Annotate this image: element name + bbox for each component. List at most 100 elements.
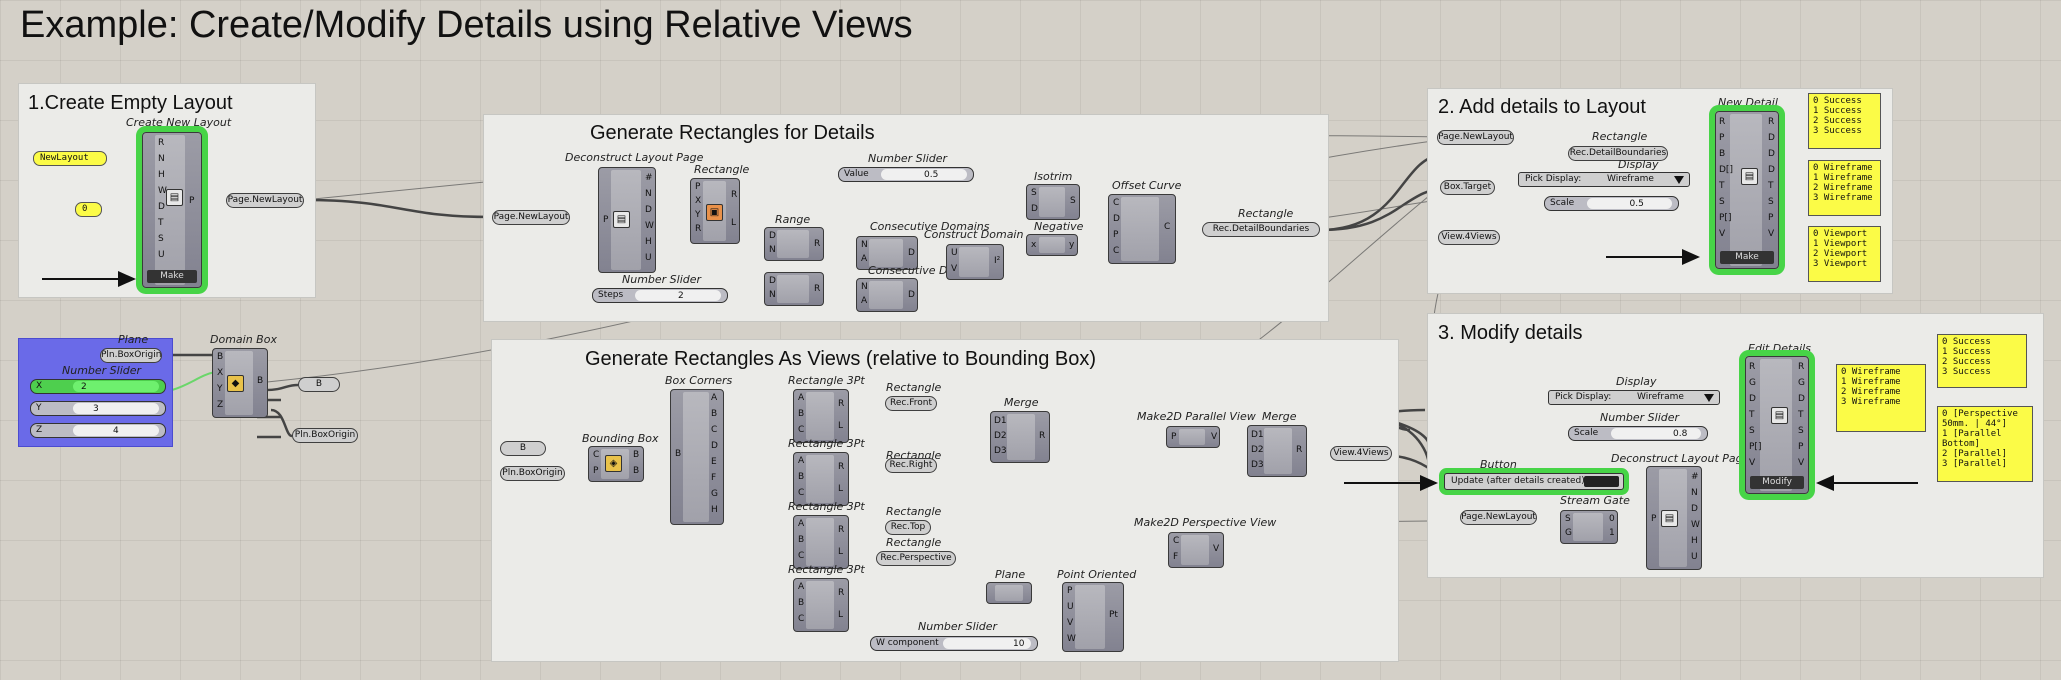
port[interactable]: T (158, 218, 164, 228)
point-oriented-component[interactable]: P U V W Pt (1062, 582, 1124, 652)
port[interactable]: A (798, 456, 805, 466)
dropdown-display-2[interactable]: Pick Display: Wireframe (1548, 390, 1720, 405)
slider-track[interactable]: 2 (73, 381, 159, 392)
port[interactable]: R (1296, 445, 1303, 455)
port[interactable]: D2 (1251, 445, 1264, 455)
port[interactable]: C (798, 551, 805, 561)
param-box-target[interactable]: Box.Target (1440, 180, 1495, 195)
port[interactable]: P (1113, 230, 1119, 240)
port[interactable]: N (769, 290, 776, 300)
consecutive-domains-component[interactable]: N A D (856, 236, 918, 270)
port[interactable]: C (1173, 536, 1180, 546)
slider-track[interactable]: 0.8 (1611, 428, 1701, 439)
negative-component[interactable]: x y (1026, 234, 1078, 256)
port[interactable]: D (1691, 504, 1698, 514)
port[interactable]: D (908, 290, 915, 300)
port[interactable]: L (838, 421, 844, 431)
slider-w-component[interactable]: W component 10 (870, 636, 1038, 651)
port[interactable]: 0 (1609, 514, 1615, 524)
port[interactable]: P (593, 466, 599, 476)
port[interactable]: X (217, 368, 224, 378)
port[interactable]: G (711, 489, 718, 499)
port[interactable]: V (951, 264, 958, 274)
port[interactable]: N (1691, 488, 1698, 498)
param-view-4views[interactable]: View.4Views (1330, 446, 1392, 461)
slider-steps[interactable]: Steps 2 (592, 288, 728, 303)
port[interactable]: P (1768, 213, 1774, 223)
port[interactable]: N (769, 245, 776, 255)
port[interactable]: S (1070, 196, 1076, 206)
offset-curve-component[interactable]: C D P C C (1108, 194, 1176, 264)
make-button[interactable]: Make (147, 270, 197, 283)
port[interactable]: C (711, 425, 718, 435)
slider-track[interactable]: 0.5 (1587, 198, 1672, 209)
port[interactable]: F (711, 473, 717, 483)
param-rec-detail-boundaries[interactable]: Rec.DetailBoundaries (1202, 222, 1320, 237)
port[interactable]: U (1691, 552, 1698, 562)
port[interactable]: B (798, 409, 805, 419)
param-page-new-layout[interactable]: Page.NewLayout (226, 193, 304, 208)
port[interactable]: L (838, 484, 844, 494)
port[interactable]: A (861, 296, 868, 306)
slider-track[interactable]: 3 (73, 403, 159, 414)
port[interactable]: N (861, 282, 868, 292)
port[interactable]: D (1768, 149, 1775, 159)
port[interactable]: B (1719, 149, 1726, 159)
port[interactable]: B (798, 535, 805, 545)
port[interactable]: R (731, 190, 738, 200)
param-b-2[interactable]: B (500, 441, 546, 456)
port[interactable]: E (711, 457, 717, 467)
slider-scale-1[interactable]: Scale 0.5 (1544, 196, 1679, 211)
slider-value[interactable]: Value 0.5 (838, 167, 974, 182)
port[interactable]: D2 (994, 431, 1007, 441)
port[interactable]: I² (994, 256, 1001, 266)
stream-gate-component[interactable]: S G 0 1 (1560, 510, 1618, 544)
port[interactable]: S (1565, 514, 1571, 524)
port[interactable]: H (711, 505, 718, 515)
port[interactable]: N (861, 240, 868, 250)
port[interactable]: B (217, 352, 224, 362)
consecutive-domains-component-2[interactable]: N A D (856, 278, 918, 312)
port[interactable]: P (1798, 442, 1804, 452)
port[interactable]: A (711, 393, 718, 403)
panel-new-layout[interactable]: NewLayout (33, 151, 107, 166)
port[interactable]: Pt (1109, 610, 1118, 620)
param-page-new-layout-4[interactable]: Page.NewLayout (1460, 510, 1537, 525)
port[interactable]: H (645, 237, 652, 247)
port[interactable]: B (633, 466, 640, 476)
port[interactable]: D[] (1719, 165, 1733, 175)
port[interactable]: P[] (1749, 442, 1762, 452)
deconstruct-layout-page-component[interactable]: P ▤ # N D W H U (598, 167, 656, 273)
port[interactable]: G (1749, 378, 1756, 388)
port[interactable]: A (861, 254, 868, 264)
port[interactable]: A (798, 519, 805, 529)
port[interactable]: W (158, 186, 167, 196)
param-b[interactable]: B (298, 377, 340, 392)
port[interactable]: H (1691, 536, 1698, 546)
param-rec-right[interactable]: Rec.Right (885, 458, 937, 473)
port[interactable]: P (1067, 586, 1073, 596)
dropdown-display-1[interactable]: Pick Display: Wireframe (1518, 172, 1690, 187)
port[interactable]: C (1113, 198, 1120, 208)
edit-details-component[interactable]: R G D T S P[] V ▤ R G D T S P V Modify (1745, 356, 1809, 494)
port[interactable]: D (769, 276, 776, 286)
port[interactable]: L (838, 547, 844, 557)
port[interactable]: B (675, 449, 682, 459)
modify-button[interactable]: Modify (1750, 476, 1804, 489)
port[interactable]: T (1749, 410, 1755, 420)
slider-scale-2[interactable]: Scale 0.8 (1568, 426, 1708, 441)
port[interactable]: A (798, 393, 805, 403)
port[interactable]: B (798, 472, 805, 482)
param-page-new-layout-2[interactable]: Page.NewLayout (492, 210, 570, 225)
port[interactable]: F (1173, 552, 1179, 562)
port[interactable]: R (1719, 117, 1726, 127)
port[interactable]: T (1768, 181, 1774, 191)
port[interactable]: R (1749, 362, 1756, 372)
param-pln-box-origin-2[interactable]: Pln.BoxOrigin (292, 428, 358, 443)
port[interactable]: D (711, 441, 718, 451)
param-rec-top[interactable]: Rec.Top (885, 520, 931, 535)
port[interactable]: P (603, 215, 609, 225)
port[interactable]: S (1031, 188, 1037, 198)
port[interactable]: R (1039, 431, 1046, 441)
rectangle-3pt-component-2[interactable]: A B C R L (793, 452, 849, 506)
